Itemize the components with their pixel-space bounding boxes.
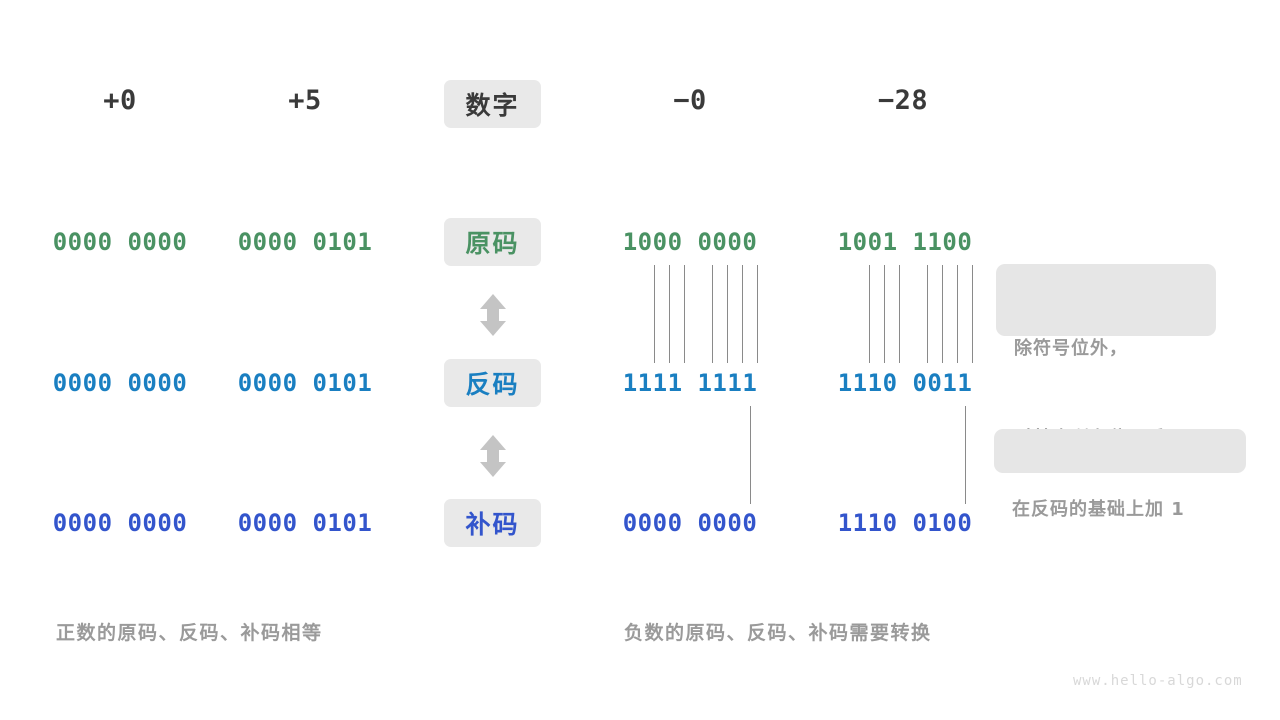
bit-connector-line [957, 265, 958, 363]
row-badge-twos-complement: 补码 [444, 499, 541, 547]
sign-magnitude-plus-zero: 0000 0000 [52, 228, 188, 256]
bit-connector-line [869, 265, 870, 363]
bit-connector-line [669, 265, 670, 363]
caption-positive-equal: 正数的原码、反码、补码相等 [56, 622, 323, 644]
row-badge-ones-complement: 反码 [444, 359, 541, 407]
sign-magnitude-minus-twentyeight: 1001 1100 [837, 228, 973, 256]
header-badge-number: 数字 [444, 80, 541, 128]
bit-connector-line [942, 265, 943, 363]
bit-connector-line [899, 265, 900, 363]
callout-invert-bits: 除符号位外， 对其余所有位取反 [996, 264, 1216, 449]
row-badge-sign-magnitude: 原码 [444, 218, 541, 266]
twos-complement-plus-five: 0000 0101 [237, 509, 373, 537]
header-value-minus-twentyeight: −28 [877, 85, 929, 116]
sign-magnitude-plus-five: 0000 0101 [237, 228, 373, 256]
twos-complement-plus-zero: 0000 0000 [52, 509, 188, 537]
caption-negative-convert: 负数的原码、反码、补码需要转换 [624, 622, 932, 644]
bit-connector-line [750, 406, 751, 504]
bit-connector-line [712, 265, 713, 363]
watermark: www.hello-algo.com [1073, 673, 1243, 689]
callout-add-one-line1: 在反码的基础上加 1 [1012, 499, 1185, 520]
bit-connector-line [684, 265, 685, 363]
bit-connector-line [972, 265, 973, 363]
bit-connector-line [965, 406, 966, 504]
ones-complement-minus-twentyeight: 1110 0011 [837, 369, 973, 397]
callout-invert-bits-line1: 除符号位外， [1014, 338, 1128, 359]
bit-connector-line [742, 265, 743, 363]
bit-connector-line [654, 265, 655, 363]
bit-connector-line [927, 265, 928, 363]
bit-connector-line [884, 265, 885, 363]
twos-complement-minus-zero: 0000 0000 [622, 509, 758, 537]
double-arrow-vertical-icon-bottom [477, 434, 509, 478]
bit-connector-line [727, 265, 728, 363]
header-value-minus-zero: −0 [673, 85, 707, 116]
header-value-plus-zero: +0 [103, 85, 137, 116]
twos-complement-minus-twentyeight: 1110 0100 [837, 509, 973, 537]
callout-add-one: 在反码的基础上加 1 [994, 429, 1246, 520]
double-arrow-vertical-icon-top [477, 293, 509, 337]
sign-magnitude-minus-zero: 1000 0000 [622, 228, 758, 256]
header-value-plus-five: +5 [288, 85, 322, 116]
ones-complement-plus-zero: 0000 0000 [52, 369, 188, 397]
bit-connector-line [757, 265, 758, 363]
ones-complement-minus-zero: 1111 1111 [622, 369, 758, 397]
ones-complement-plus-five: 0000 0101 [237, 369, 373, 397]
